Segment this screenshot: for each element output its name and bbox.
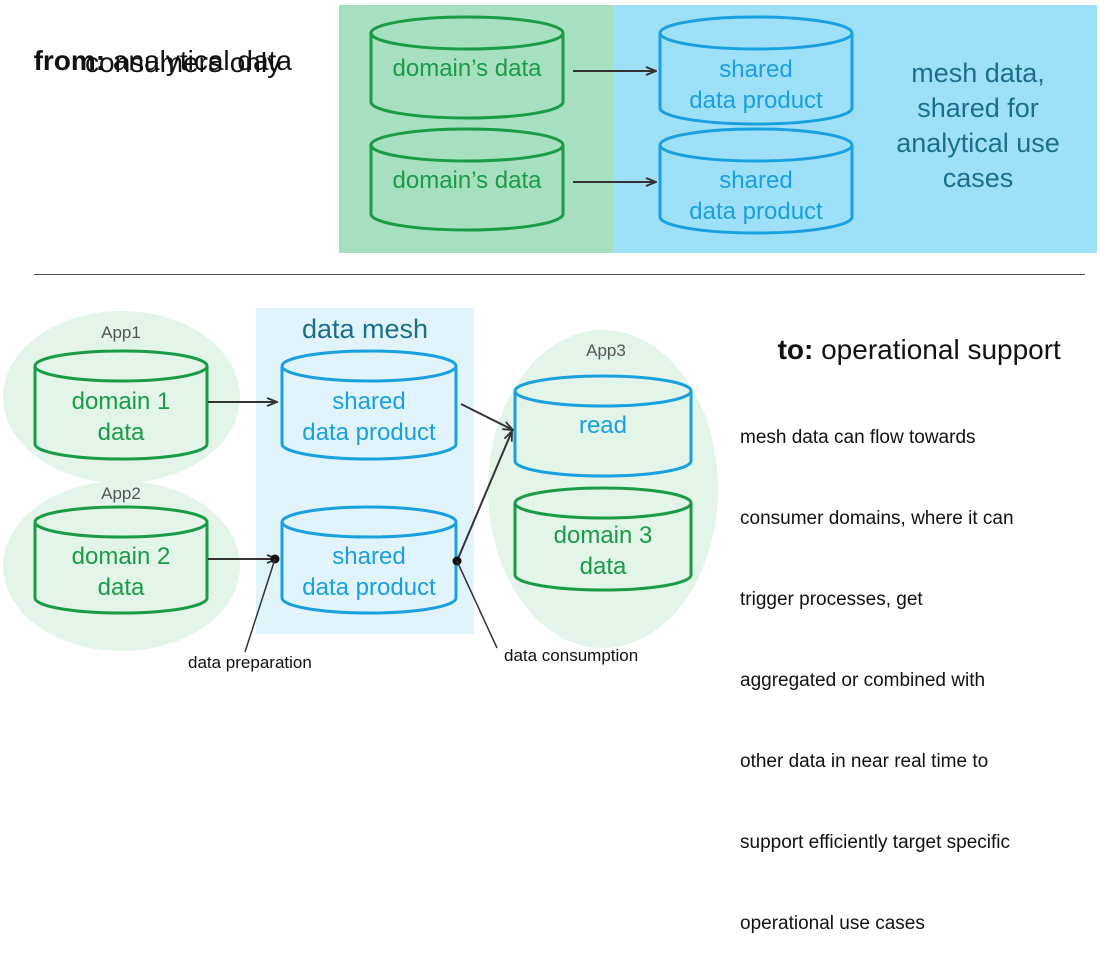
domain-3-cylinder: [513, 486, 693, 592]
domain-1-cylinder: [33, 349, 209, 461]
app2-label: App2: [101, 484, 141, 503]
mesh-note-line-1: mesh data,: [911, 58, 1045, 88]
domain-data-label-1: domain’s data: [392, 55, 542, 82]
domain-data-cylinder-1: [369, 15, 565, 120]
description-line: support efficiently target specific: [740, 832, 1011, 853]
mesh-shared-2-line-1: shared: [332, 543, 406, 570]
diagram-shapes: [33, 15, 854, 653]
to-heading: to: operational support: [762, 299, 1061, 367]
mesh-note-line-3: analytical use: [896, 128, 1060, 158]
to-text: operational support: [813, 334, 1061, 365]
mesh-note-line-4: cases: [942, 163, 1014, 193]
shared-data-product-cylinder-1: [658, 15, 854, 126]
domain-3-line-2: data: [579, 553, 627, 580]
mesh-shared-1-line-2: data product: [302, 419, 436, 446]
shared-2-line-1: shared: [719, 167, 793, 194]
data-mesh-panel: [256, 308, 474, 634]
description-line: other data in near real time to: [740, 751, 989, 772]
from-heading-line2: consumers only: [85, 47, 282, 78]
shared-2-line-2: data product: [689, 198, 823, 225]
from-heading: from: analytical data: [18, 10, 292, 78]
domain-2-cylinder: [33, 505, 209, 615]
domain-2-line-2: data: [97, 574, 145, 601]
mesh-note-line-2: shared for: [917, 93, 1039, 123]
read-label: read: [578, 412, 628, 439]
operational-description: mesh data can flow towards consumer doma…: [740, 370, 1014, 964]
description-line: operational use cases: [740, 913, 925, 934]
domain-data-cylinder-2: [369, 127, 565, 232]
section-divider: [34, 274, 1085, 275]
to-keyword: to:: [777, 334, 814, 365]
domain-1-line-2: data: [97, 419, 145, 446]
description-line: trigger processes, get: [740, 589, 923, 610]
data-preparation-leader: [244, 558, 276, 653]
domain-2-line-1: domain 2: [71, 543, 171, 570]
from-text: analytical data: [105, 45, 292, 76]
from-keyword: from:: [33, 45, 106, 76]
shared-1-line-2: data product: [689, 87, 823, 114]
shared-data-product-cylinder-2: [658, 127, 854, 235]
domain-data-label-2: domain’s data: [392, 167, 542, 194]
description-line: aggregated or combined with: [740, 670, 986, 691]
description-line: mesh data can flow towards: [740, 427, 976, 448]
mesh-shared-2-line-2: data product: [302, 574, 436, 601]
app1-label: App1: [101, 323, 141, 342]
mesh-b-to-read-arrow: [456, 431, 512, 562]
mesh-shared-data-product-cylinder-1: [280, 349, 458, 461]
data-consumption-leader: [456, 560, 498, 649]
app2-ellipse: [3, 481, 240, 651]
domain-3-line-1: domain 3: [553, 522, 653, 549]
data-preparation-callout: data preparation: [188, 653, 312, 672]
data-mesh-label: data mesh: [301, 314, 429, 344]
domain-1-line-1: domain 1: [71, 388, 171, 415]
mesh-shared-1-line-1: shared: [332, 388, 406, 415]
description-line: consumer domains, where it can: [740, 508, 1014, 529]
mesh-to-read-arrow: [460, 403, 513, 430]
data-consumption-callout: data consumption: [504, 646, 639, 665]
shared-1-line-1: shared: [719, 56, 793, 83]
mesh-shared-data-product-cylinder-2: [280, 505, 458, 615]
app3-read-cylinder: [513, 374, 693, 478]
app1-ellipse: [3, 311, 240, 483]
app3-label: App3: [586, 341, 626, 360]
